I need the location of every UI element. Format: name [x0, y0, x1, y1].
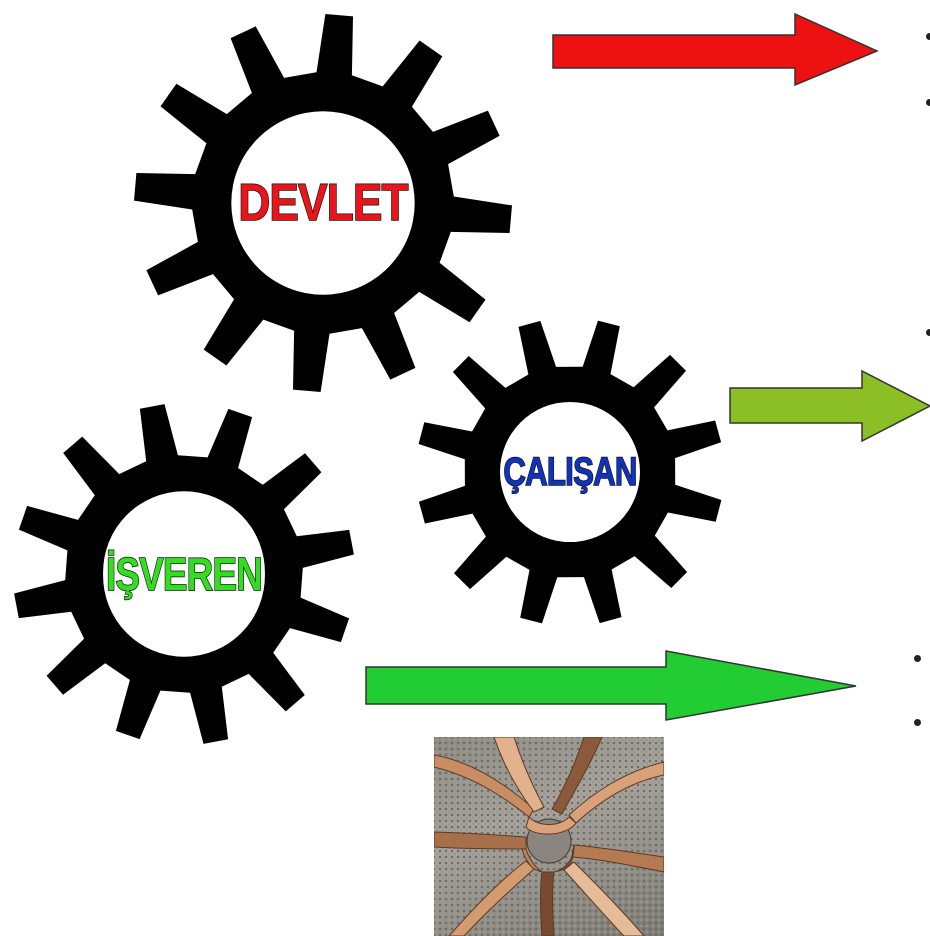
bullet-point [914, 719, 921, 726]
gear-icon [418, 320, 722, 624]
gear-label-devlet: DEVLET [238, 173, 409, 233]
gear-label-calisan: ÇALIŞAN [503, 449, 638, 495]
right-arrow-icon [365, 650, 857, 721]
arrow-green [365, 650, 860, 724]
bullet-point [914, 655, 921, 662]
bullet-point [926, 33, 930, 40]
arrow-red [552, 12, 882, 89]
arrow-olive [729, 369, 930, 444]
gear-devlet: DEVLET [133, 13, 513, 393]
bullet-point [926, 329, 930, 336]
right-arrow-icon [552, 12, 879, 87]
gear-shape [14, 404, 354, 744]
gear-icon [134, 14, 512, 392]
gear-label-isveren: İŞVEREN [105, 547, 263, 601]
gear-icon [14, 404, 354, 744]
gear-calisan: ÇALIŞAN [415, 317, 725, 627]
gear-shape [134, 14, 512, 392]
linked-hands-photo [434, 737, 664, 936]
right-arrow-icon [729, 369, 930, 443]
bullet-point [926, 99, 930, 106]
gear-shape [418, 320, 722, 624]
gear-isveren: İŞVEREN [12, 402, 356, 746]
